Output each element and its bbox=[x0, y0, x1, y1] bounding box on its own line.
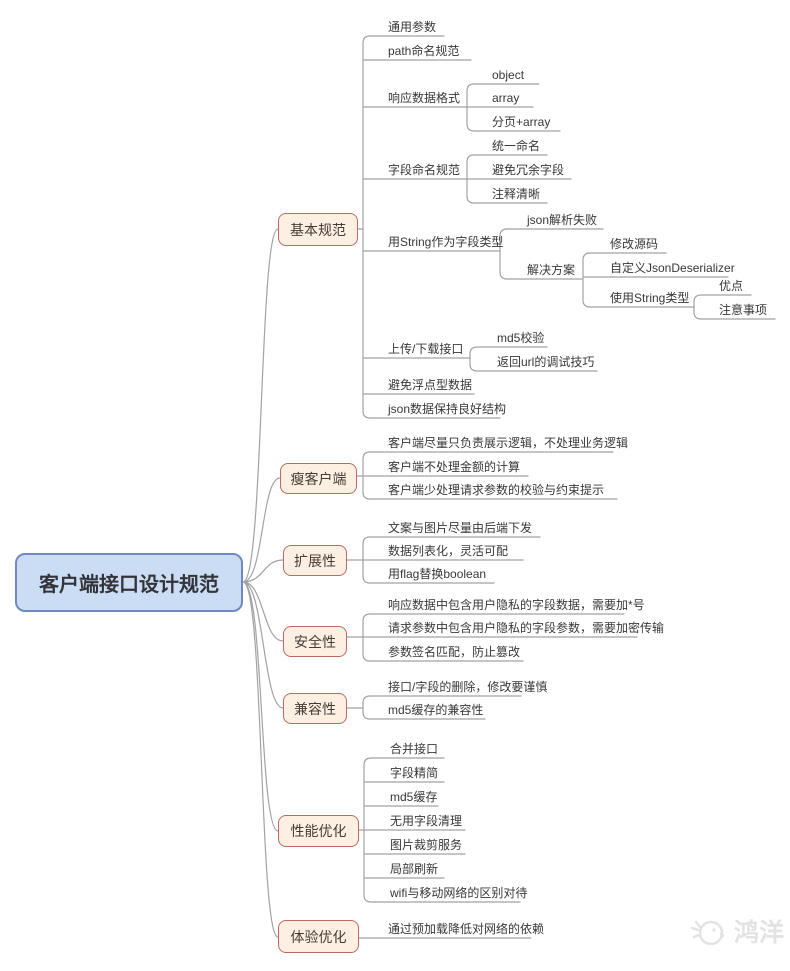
leaf-node: 用String作为字段类型 bbox=[388, 235, 504, 249]
branch-label: 基本规范 bbox=[290, 221, 346, 238]
leaf-node: 避免浮点型数据 bbox=[388, 378, 473, 392]
leaf-node: 数据列表化，灵活可配 bbox=[388, 544, 509, 558]
branch-basic-spec: 基本规范 bbox=[278, 213, 358, 246]
branch-label: 安全性 bbox=[294, 633, 336, 650]
branch-experience: 体验优化 bbox=[278, 920, 359, 953]
branch-label: 兼容性 bbox=[294, 700, 336, 717]
branch-performance: 性能优化 bbox=[278, 815, 359, 847]
bird-doodle-icon bbox=[690, 920, 724, 946]
leaf-node: object bbox=[492, 68, 525, 82]
leaf-node: md5缓存的兼容性 bbox=[388, 703, 484, 717]
leaf-node: 统一命名 bbox=[492, 139, 541, 153]
leaf-node: 通用参数 bbox=[388, 20, 437, 34]
leaf-node: 接口/字段的删除，修改要谨慎 bbox=[388, 680, 548, 694]
leaf-node: md5缓存 bbox=[390, 790, 438, 804]
leaf-node: 客户端尽量只负责展示逻辑，不处理业务逻辑 bbox=[388, 436, 629, 450]
watermark-text: 鸿洋 bbox=[734, 919, 785, 947]
leaf-node: 无用字段清理 bbox=[390, 814, 463, 828]
branch-label: 扩展性 bbox=[294, 552, 336, 569]
leaf-node: 使用String类型 bbox=[610, 291, 690, 305]
branch-label: 性能优化 bbox=[290, 823, 347, 839]
leaf-node: 自定义JsonDeserializer bbox=[610, 261, 735, 275]
branch-security: 安全性 bbox=[283, 626, 347, 657]
leaf-node: 修改源码 bbox=[610, 237, 659, 251]
leaf-node: json数据保持良好结构 bbox=[388, 402, 507, 416]
leaf-node: 客户端不处理金额的计算 bbox=[388, 460, 521, 474]
branch-thin-client-links bbox=[355, 451, 618, 500]
leaf-node: 注释清晰 bbox=[492, 187, 541, 201]
root-node: 客户端接口设计规范 bbox=[15, 553, 243, 612]
leaf-node: 合并接口 bbox=[390, 742, 439, 756]
leaf-node: 图片裁剪服务 bbox=[390, 838, 463, 852]
leaf-node: wifi与移动网络的区别对待 bbox=[390, 886, 528, 900]
leaf-node: 避免冗余字段 bbox=[492, 163, 565, 177]
leaf-node: 上传/下载接口 bbox=[388, 342, 464, 356]
branch-basic-spec-links bbox=[356, 35, 776, 419]
leaf-node: json解析失败 bbox=[527, 213, 598, 227]
leaf-node: path命名规范 bbox=[388, 44, 460, 58]
branch-compatibility-links bbox=[346, 695, 522, 720]
leaf-node: 通过预加载降低对网络的依赖 bbox=[388, 922, 545, 936]
leaf-node: 客户端少处理请求参数的校验与约束提示 bbox=[388, 483, 605, 497]
leaf-node: 请求参数中包含用户隐私的字段参数，需要加密传输 bbox=[388, 621, 665, 635]
branch-label: 瘦客户端 bbox=[290, 470, 347, 487]
leaf-node: 优点 bbox=[719, 279, 744, 293]
root-branch-curves bbox=[242, 228, 284, 938]
leaf-node: md5校验 bbox=[497, 331, 545, 345]
branch-extensibility: 扩展性 bbox=[283, 545, 347, 576]
leaf-node: 局部刷新 bbox=[390, 862, 439, 876]
branch-extensibility-links bbox=[346, 536, 541, 584]
branch-thin-client: 瘦客户端 bbox=[280, 463, 357, 494]
branch-security-links bbox=[346, 613, 638, 662]
leaf-node: 字段命名规范 bbox=[388, 163, 461, 177]
leaf-node: array bbox=[492, 91, 520, 105]
root-label: 客户端接口设计规范 bbox=[39, 574, 219, 596]
branch-performance-links bbox=[358, 757, 521, 903]
leaf-node: 用flag替换boolean bbox=[388, 567, 487, 581]
leaf-node: 返回url的调试技巧 bbox=[497, 355, 595, 369]
leaf-node: 文案与图片尽量由后端下发 bbox=[388, 521, 533, 535]
leaf-node: 响应数据格式 bbox=[388, 91, 461, 105]
leaf-node: 分页+array bbox=[492, 115, 551, 129]
leaf-node: 参数签名匹配，防止篡改 bbox=[388, 645, 521, 659]
leaf-node: 注意事项 bbox=[719, 303, 768, 317]
leaf-node: 解决方案 bbox=[527, 263, 576, 277]
watermark: 鸿洋 bbox=[688, 910, 784, 952]
leaf-node: 字段精简 bbox=[390, 766, 439, 780]
branch-compatibility: 兼容性 bbox=[283, 693, 347, 724]
branch-label: 体验优化 bbox=[290, 928, 347, 945]
leaf-node: 响应数据中包含用户隐私的字段数据，需要加*号 bbox=[388, 598, 645, 612]
